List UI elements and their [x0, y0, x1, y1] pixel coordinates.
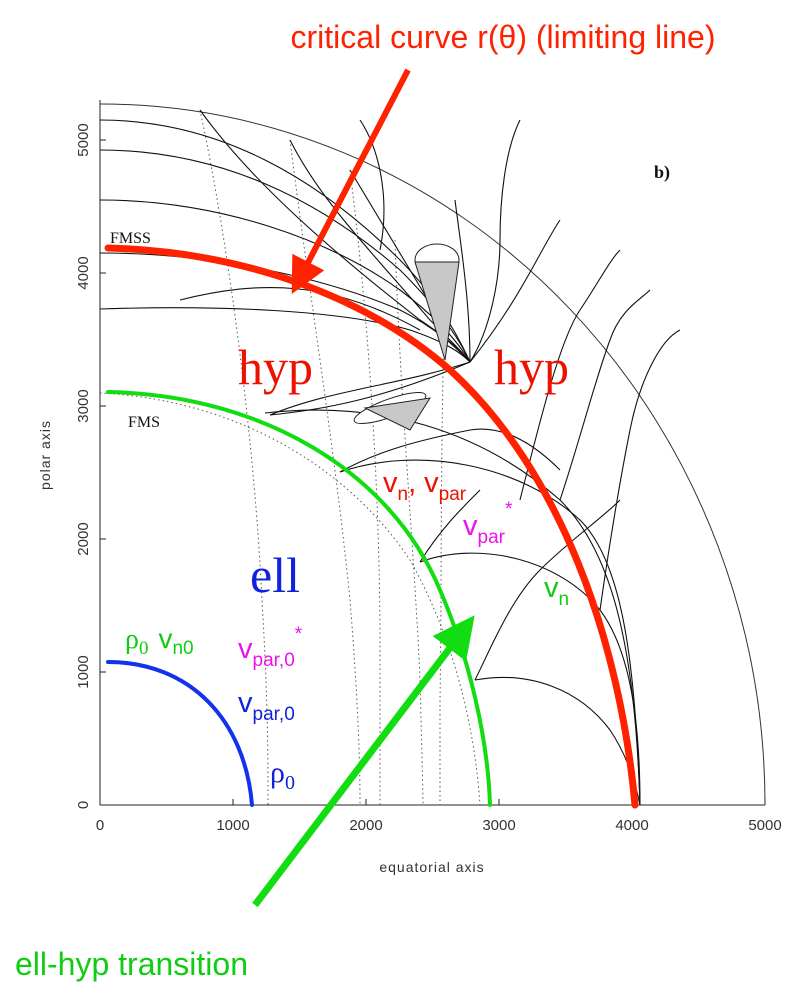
transition-curve [106, 390, 492, 807]
critical-curve-annotation: critical curve r(θ) (limiting line) [291, 19, 716, 55]
x-tick-label: 3000 [482, 817, 515, 834]
y-tick-label: 4000 [75, 256, 92, 289]
panel-label: b) [654, 162, 670, 183]
y-tick-label: 5000 [75, 123, 92, 156]
x-axis-label: equatorial axis [379, 859, 484, 875]
critical-curve [104, 244, 639, 809]
x-tick-label: 0 [96, 817, 104, 834]
vpar0-label: vpar,0 [238, 687, 295, 725]
x-tick-label: 2000 [349, 817, 382, 834]
inner-curve [106, 660, 254, 807]
dotted-guides [99, 109, 481, 806]
vpar-star-label: vpar* [463, 499, 513, 548]
y-axis-label: polar axis [37, 420, 53, 490]
x-tick-labels: 0 1000 2000 3000 4000 5000 [96, 817, 782, 834]
transition-annotation: ell-hyp transition [15, 946, 248, 982]
x-tick-label: 5000 [748, 817, 781, 834]
vn-vpar-label: vn,vpar [383, 467, 467, 505]
y-tick-label: 3000 [75, 389, 92, 422]
vpar0-star-label: vpar,0* [238, 624, 303, 671]
x-tick-label: 4000 [615, 817, 648, 834]
y-tick-labels: 0 1000 2000 3000 4000 5000 [75, 123, 92, 809]
fms-label: FMS [128, 414, 160, 431]
axes-frame [99, 100, 765, 806]
y-tick-label: 1000 [75, 655, 92, 688]
outer-boundary [99, 103, 766, 806]
rho0-blue-label: ρ0 [270, 756, 295, 794]
y-tick-label: 2000 [75, 522, 92, 555]
characteristic-cones [353, 243, 460, 431]
fmss-label: FMSS [110, 230, 151, 247]
region-hyp-left: hyp [238, 339, 313, 395]
region-ell: ell [250, 547, 300, 603]
x-tick-label: 1000 [216, 817, 249, 834]
axis-ticks [99, 139, 766, 806]
critical-curve-arrow [291, 68, 411, 294]
y-tick-label: 0 [75, 801, 92, 809]
region-hyp-right: hyp [494, 339, 569, 395]
field-lines [99, 109, 681, 806]
vn-green-label: vn [544, 572, 569, 610]
transition-arrow [252, 615, 475, 908]
